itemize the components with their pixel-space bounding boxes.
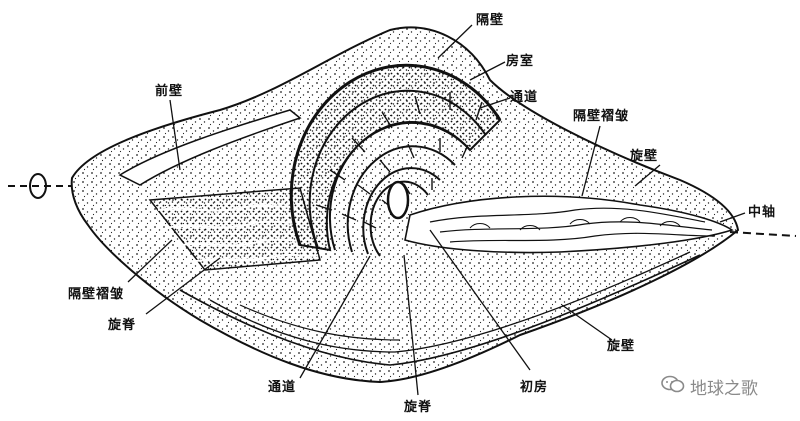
label-septum: 隔壁	[476, 13, 505, 28]
axis-line-left	[8, 173, 72, 199]
label-spiral-wall-bottom: 旋壁	[607, 339, 636, 354]
left-cutaway-face	[148, 187, 321, 271]
label-septal-fluting-left: 隔壁褶皱	[68, 287, 125, 302]
chat-bubbles-icon	[660, 375, 686, 397]
right-fluted-interior	[404, 195, 734, 254]
proloculus	[386, 180, 410, 220]
label-septal-fluting-right: 隔壁褶皱	[573, 109, 630, 124]
label-proloculus: 初房	[520, 380, 549, 395]
label-front-wall: 前壁	[155, 84, 184, 99]
spiral-wall-bands	[179, 251, 701, 366]
label-chomata-left: 旋脊	[108, 318, 137, 333]
label-chomata-bottom: 旋脊	[404, 400, 433, 415]
watermark: 地球之歌	[660, 374, 758, 399]
label-tunnel-bottom: 通道	[268, 380, 297, 395]
label-axis: 中轴	[748, 205, 777, 220]
leader-lines	[127, 24, 746, 396]
label-spiral-wall-right: 旋壁	[630, 149, 659, 164]
front-wall-layer	[118, 109, 302, 186]
axis-line-right	[729, 231, 797, 237]
label-tunnel-top: 通道	[510, 90, 539, 105]
watermark-text: 地球之歌	[690, 379, 758, 399]
label-chamber: 房室	[506, 54, 535, 69]
